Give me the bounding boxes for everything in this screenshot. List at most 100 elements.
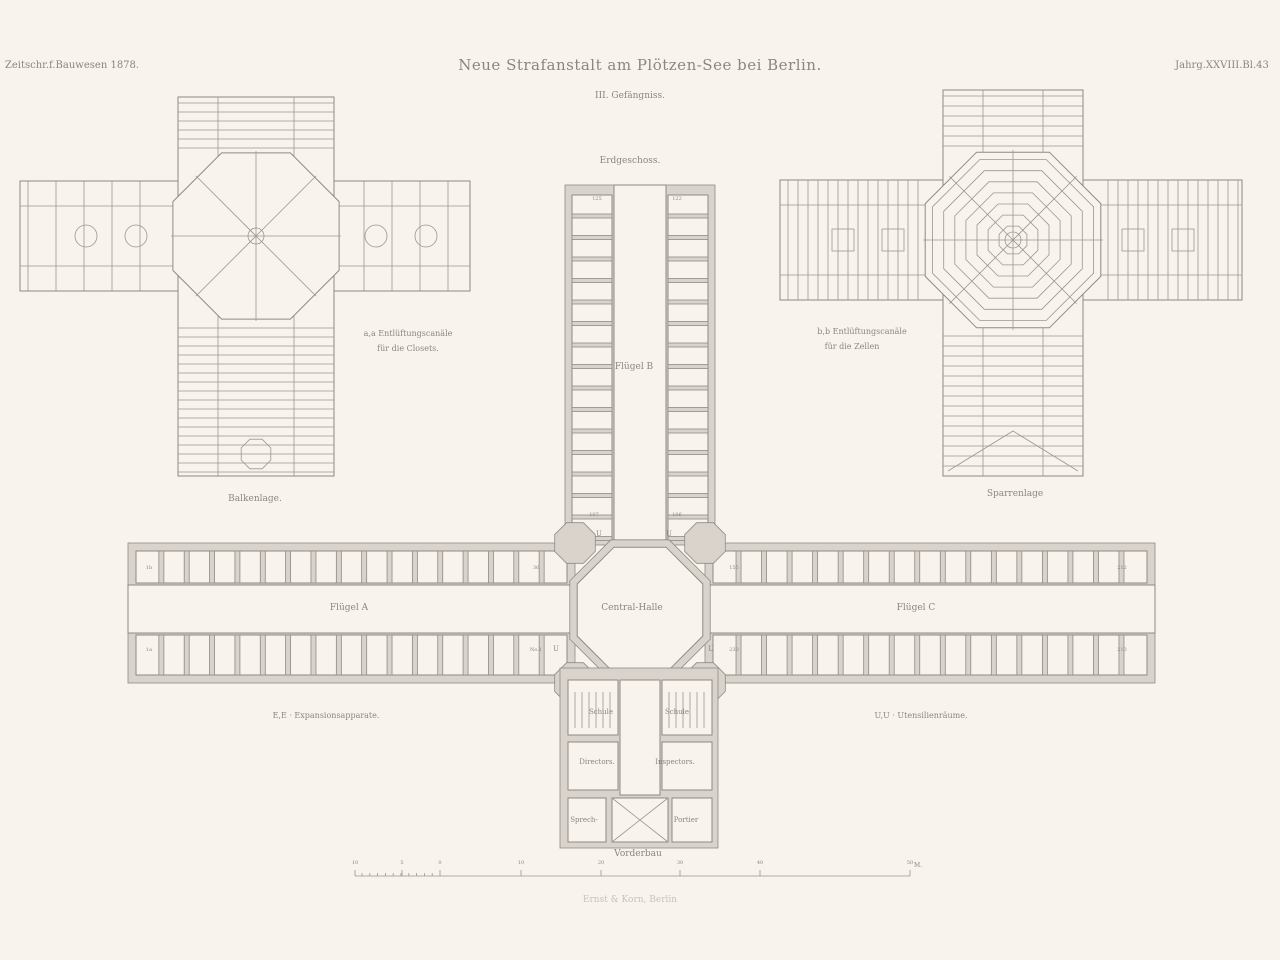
radial-beam bbox=[255, 175, 317, 237]
cell-number: 122 bbox=[672, 196, 682, 202]
cell-wall bbox=[667, 471, 709, 477]
cell-wall bbox=[513, 634, 520, 676]
cell-wall bbox=[761, 550, 767, 584]
cell-wall bbox=[310, 634, 317, 676]
rafter-ring bbox=[943, 170, 1083, 310]
utensil-mark: U bbox=[596, 530, 602, 538]
cell-wall bbox=[667, 342, 709, 348]
utensil-mark: U bbox=[666, 530, 672, 538]
scale-tick-label: 30 bbox=[676, 860, 684, 866]
cell-wall bbox=[285, 550, 292, 584]
radial-beam bbox=[195, 235, 257, 297]
cell-wall bbox=[863, 550, 870, 584]
radial-beam bbox=[255, 235, 317, 297]
cell-wall bbox=[513, 550, 520, 584]
plate-number: Jahrg.XXVIII.Bl.43 bbox=[1175, 60, 1269, 71]
beam-layout-label: Balkenlage. bbox=[228, 494, 282, 504]
cell-wall bbox=[571, 385, 613, 391]
cell-wall bbox=[786, 634, 793, 676]
cell-wall bbox=[158, 634, 165, 676]
vent-square bbox=[1171, 228, 1195, 252]
legend-utensils: U,U · Utensilienräume. bbox=[874, 711, 968, 720]
room bbox=[661, 741, 713, 791]
wing-c-label: Flügel C bbox=[896, 603, 936, 613]
vent-circle bbox=[414, 224, 438, 248]
cell-wall bbox=[209, 550, 215, 584]
cell-wall bbox=[361, 550, 368, 584]
cell-wall bbox=[667, 407, 709, 412]
scale-tick-label: 10 bbox=[517, 860, 525, 866]
cell-wall bbox=[888, 550, 895, 584]
cell-wall bbox=[863, 634, 870, 676]
cell-wall bbox=[259, 550, 266, 584]
cell-wall bbox=[488, 634, 494, 676]
cell-wall bbox=[1016, 550, 1023, 584]
cell-wall bbox=[1118, 550, 1125, 584]
cell-wall bbox=[837, 550, 844, 584]
cell-wall bbox=[571, 235, 613, 240]
cell-wall bbox=[209, 634, 215, 676]
porter-room-label: Portier bbox=[673, 816, 699, 824]
vent-square bbox=[1121, 228, 1145, 252]
staircase bbox=[554, 522, 596, 564]
cell-wall bbox=[183, 550, 190, 584]
cell-wall bbox=[571, 450, 613, 455]
cell-wall bbox=[462, 634, 469, 676]
cell-wall bbox=[361, 634, 368, 676]
cell-wall bbox=[888, 634, 895, 676]
cell-wall bbox=[1093, 550, 1099, 584]
ground-floor-plan bbox=[127, 184, 1156, 849]
cell-wall bbox=[939, 550, 946, 584]
cell-wall bbox=[571, 278, 613, 283]
cell-wall bbox=[914, 550, 921, 584]
cell-wall bbox=[571, 213, 613, 219]
printer-credit: Ernst & Korn, Berlin bbox=[582, 895, 678, 905]
cell-number: 36 bbox=[532, 565, 540, 571]
cell-wall bbox=[735, 550, 742, 584]
legend-expansion: E,E · Expansionsapparate. bbox=[272, 711, 380, 720]
cell-wall bbox=[437, 634, 444, 676]
wing-a-label: Flügel A bbox=[329, 603, 369, 613]
cell-wall bbox=[488, 550, 494, 584]
cell-wall bbox=[183, 634, 190, 676]
central-hall-label: Central-Halle bbox=[601, 603, 663, 613]
cell-wall bbox=[1016, 634, 1023, 676]
speaking-room-label: Sprech- bbox=[570, 816, 598, 824]
cell-wall bbox=[571, 256, 613, 262]
cell-number: 1b bbox=[145, 565, 153, 571]
school-right-label: Schule bbox=[664, 708, 690, 716]
radial-beam bbox=[1012, 239, 1077, 304]
cell-wall bbox=[667, 514, 709, 520]
radial-beam bbox=[195, 175, 257, 237]
cell-wall bbox=[1041, 550, 1048, 584]
cell-wall bbox=[571, 428, 613, 434]
cell-wall bbox=[386, 634, 393, 676]
cell-wall bbox=[462, 550, 469, 584]
radial-beam bbox=[1012, 176, 1077, 241]
cell-wall bbox=[965, 550, 972, 584]
cell-wall bbox=[990, 634, 997, 676]
cell-wall bbox=[965, 634, 972, 676]
cell-wall bbox=[667, 299, 709, 305]
cell-wall bbox=[812, 634, 819, 676]
cell-wall bbox=[310, 550, 317, 584]
rafter-ring bbox=[987, 214, 1039, 266]
cell-wall bbox=[571, 364, 613, 369]
cell-wall bbox=[571, 407, 613, 412]
corridor bbox=[704, 584, 1156, 634]
cell-number: 1a bbox=[145, 647, 153, 653]
cell-wall bbox=[761, 634, 767, 676]
corridor bbox=[127, 584, 576, 634]
cell-number: 125 bbox=[592, 196, 602, 202]
center-ring bbox=[247, 227, 265, 245]
rafter-ring bbox=[976, 203, 1050, 277]
utensil-mark: U bbox=[708, 645, 714, 653]
rafter-ring bbox=[954, 181, 1072, 299]
school-left-label: Schule bbox=[588, 708, 614, 716]
rafter-layout-label: Sparrenlage bbox=[986, 489, 1044, 499]
cell-number: 212 bbox=[1117, 565, 1127, 571]
cell-wall bbox=[158, 550, 165, 584]
vent-square bbox=[831, 228, 855, 252]
cell-wall bbox=[1067, 634, 1074, 676]
cell-wall bbox=[386, 550, 393, 584]
